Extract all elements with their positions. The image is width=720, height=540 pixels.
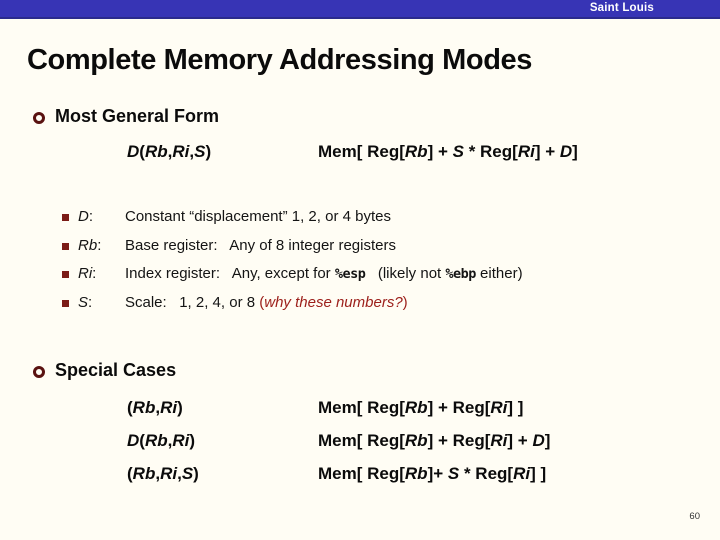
definition-desc: Constant “displacement” 1, 2, or 4 bytes [125,208,391,225]
page-number: 60 [689,511,700,522]
definition-term: Ri: [78,265,97,282]
square-bullet-icon [62,271,69,278]
general-form-expression: D(Rb,Ri,S) [127,142,212,161]
definition-term: S: [78,294,93,311]
page-title: Complete Memory Addressing Modes [27,44,532,76]
special-case-meaning: Mem[ Reg[Rb] + Reg[Ri] + D] [318,431,551,450]
circle-bullet-icon [33,366,45,378]
square-bullet-icon [62,300,69,307]
section-heading-special: Special Cases [55,360,177,380]
special-case-expression: (Rb,Ri,S) [127,464,199,483]
definition-desc: Base register: Any of 8 integer register… [125,237,396,254]
header-bar: Saint Louis [0,0,720,19]
general-form-meaning: Mem[ Reg[Rb] + S * Reg[Ri] + D] [318,142,578,161]
circle-bullet-icon [33,112,45,124]
definition-term: Rb: [78,237,102,254]
university-name: Saint Louis [589,2,654,14]
square-bullet-icon [62,214,69,221]
definition-desc: Index register: Any, except for %esp (li… [125,265,523,282]
square-bullet-icon [62,243,69,250]
special-case-expression: D(Rb,Ri) [127,431,196,450]
special-case-expression: (Rb,Ri) [127,398,183,417]
section-heading-general: Most General Form [55,106,220,126]
special-case-meaning: Mem[ Reg[Rb] + Reg[Ri] ] [318,398,524,417]
special-case-meaning: Mem[ Reg[Rb]+ S * Reg[Ri] ] [318,464,547,483]
definition-term: D: [78,208,94,225]
definition-desc: Scale: 1, 2, 4, or 8 (why these numbers?… [125,294,408,311]
